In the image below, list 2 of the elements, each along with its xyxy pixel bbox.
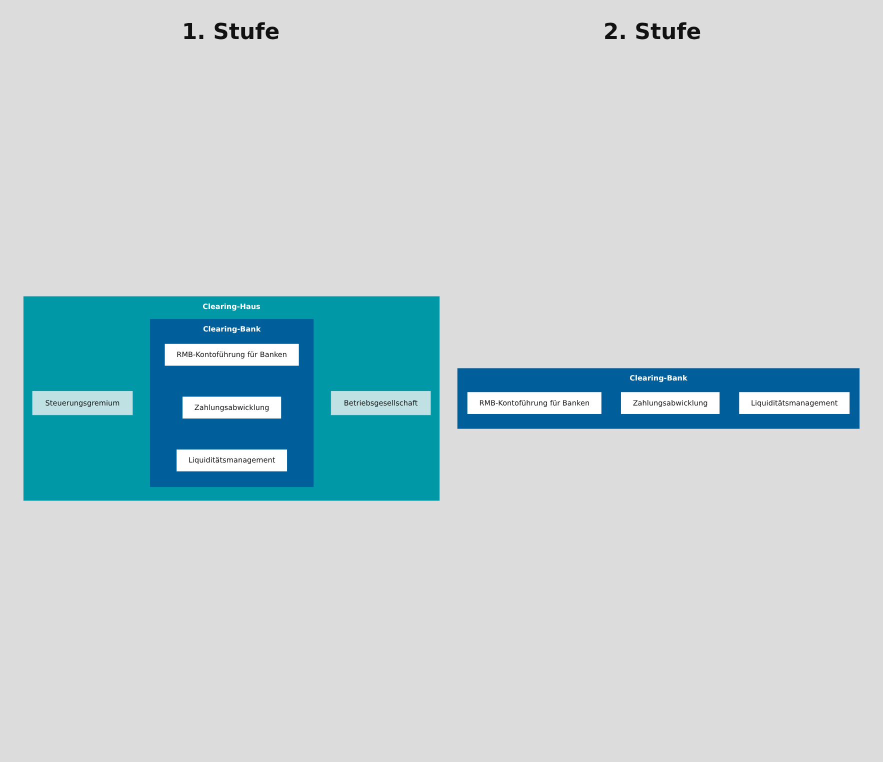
stage-heading: 1. Stufe	[182, 20, 280, 45]
stage-heading: 2. Stufe	[603, 20, 702, 45]
